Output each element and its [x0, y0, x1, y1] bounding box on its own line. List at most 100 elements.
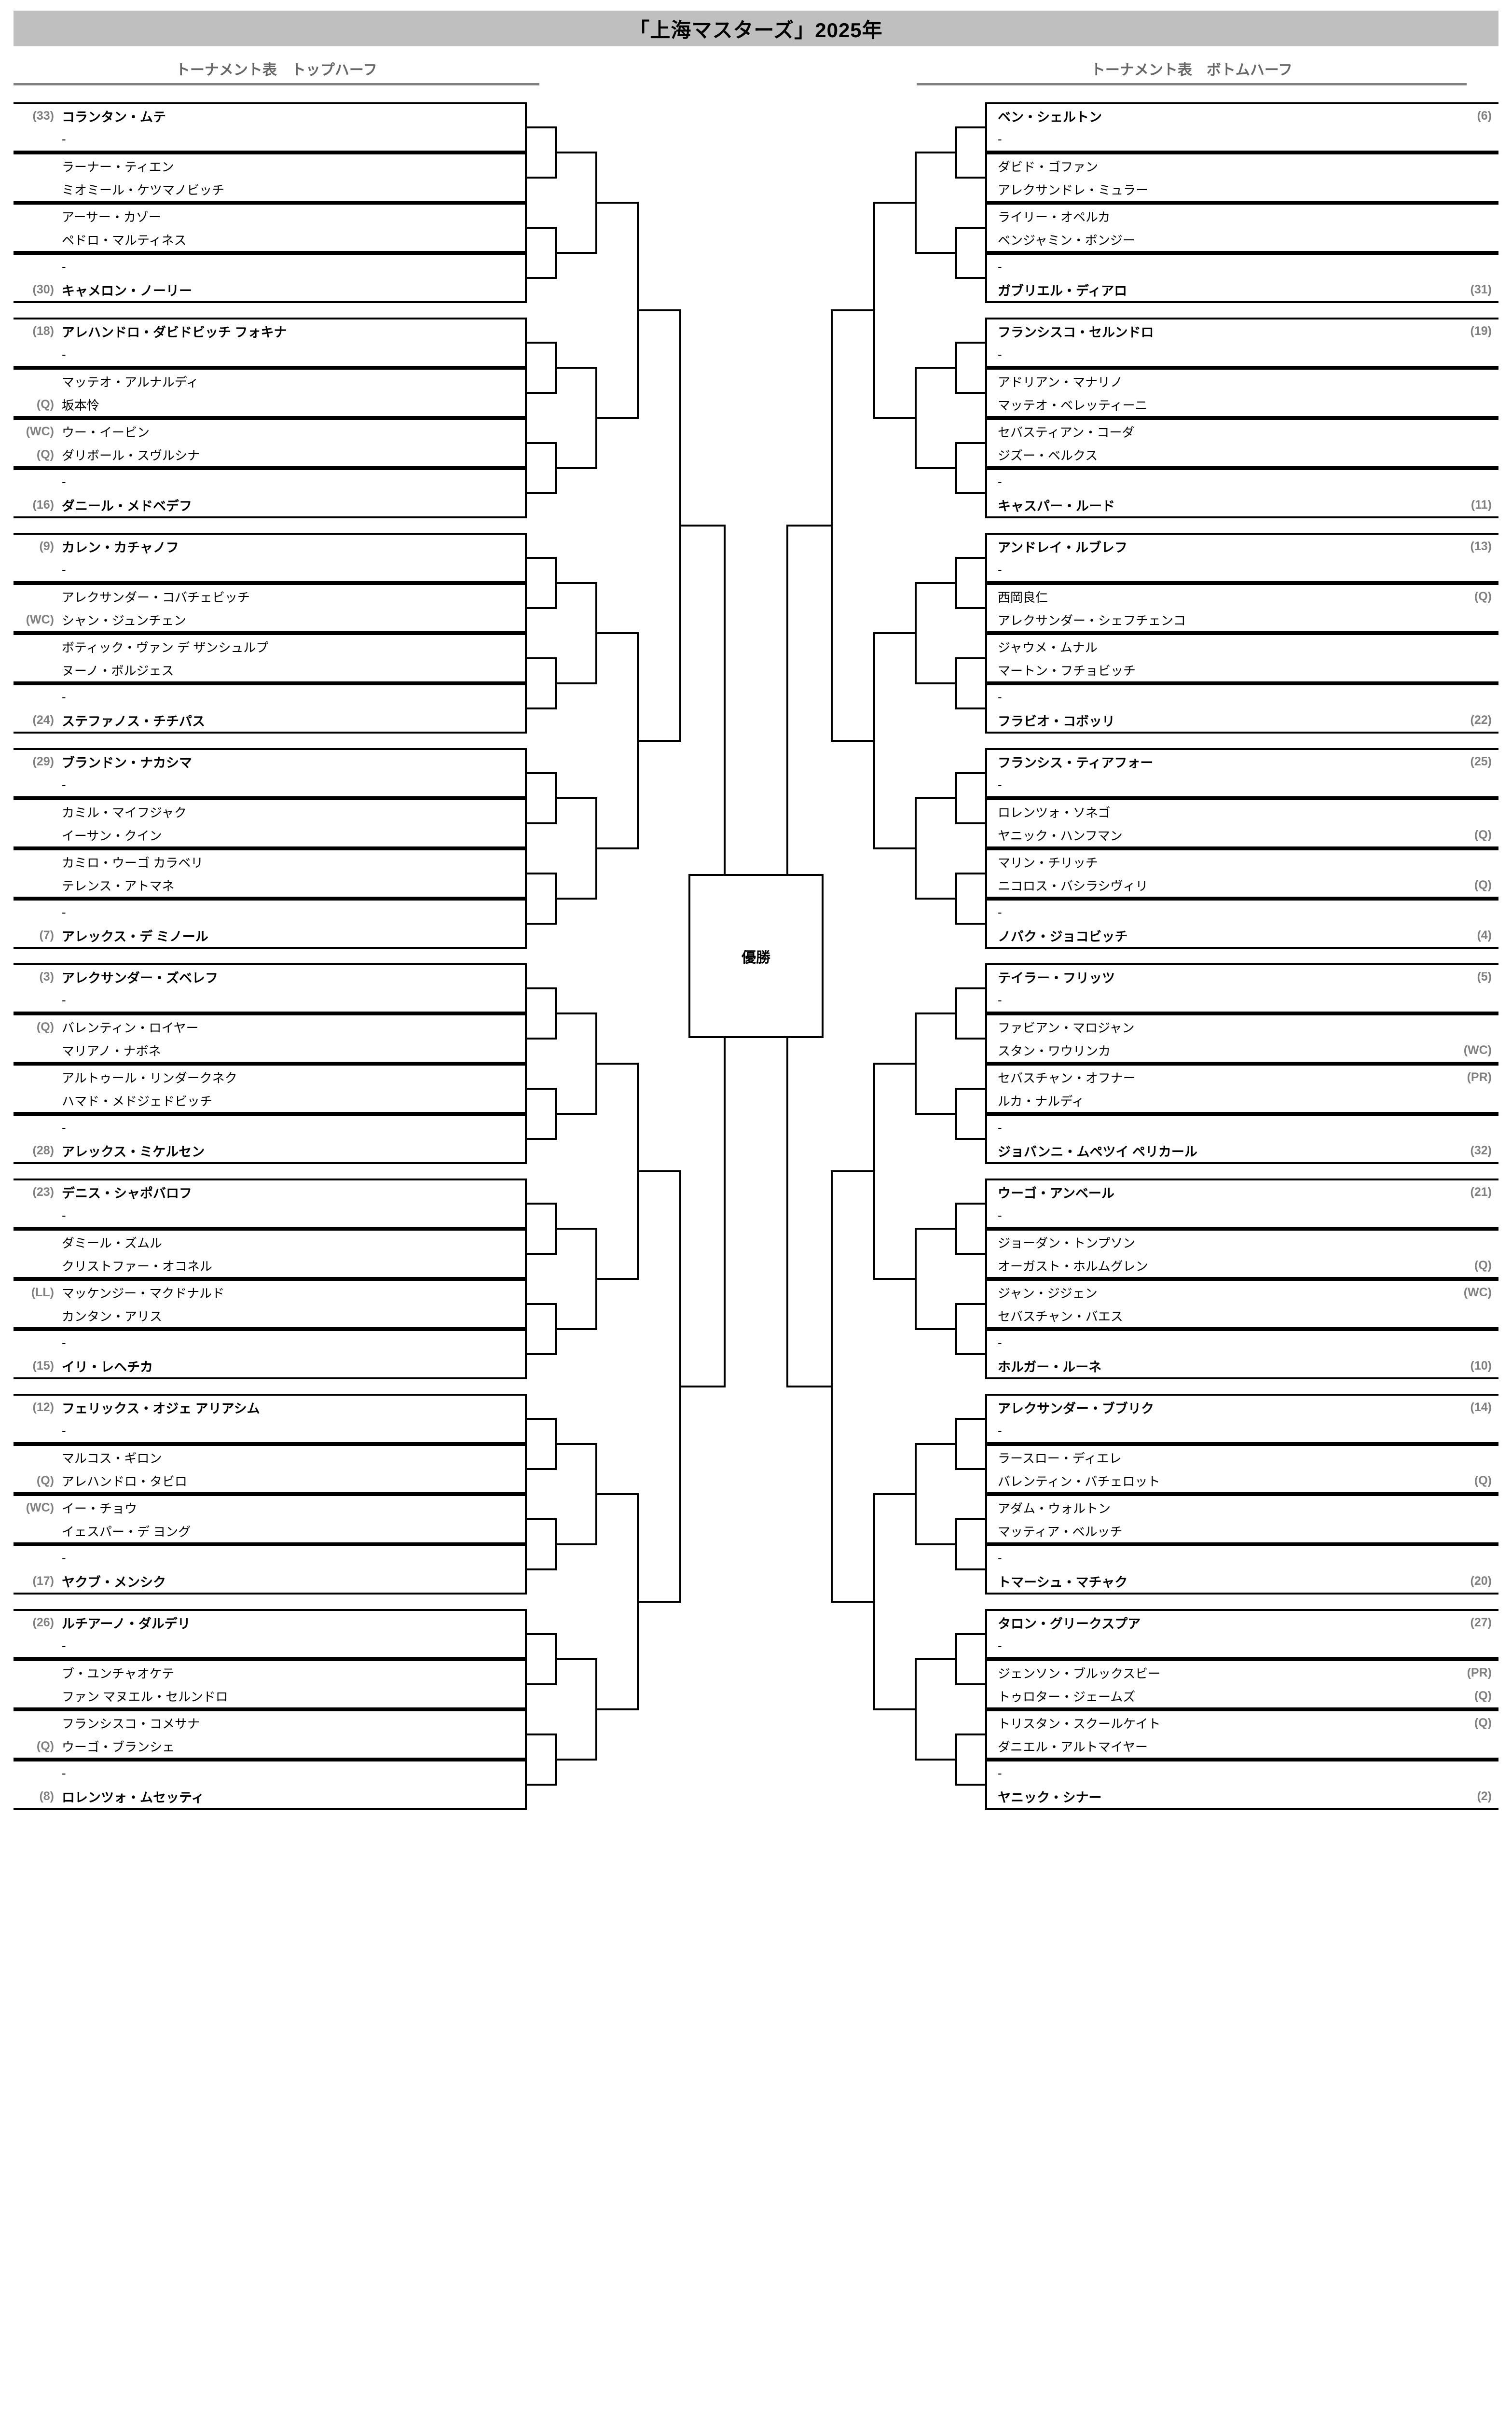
player-row[interactable]: (8)ロレンツォ・ムセッティ: [14, 1785, 525, 1808]
player-row[interactable]: -: [987, 127, 1498, 151]
match-slot[interactable]: マッテオ・アルナルディ(Q)坂本怜: [14, 368, 527, 418]
player-row[interactable]: -: [14, 1331, 525, 1354]
player-row[interactable]: セバスチャン・オフナー(PR): [987, 1066, 1498, 1089]
player-row[interactable]: トマーシュ・マチャク(20): [987, 1569, 1498, 1593]
player-row[interactable]: (Q)ウーゴ・ブランシェ: [14, 1734, 525, 1758]
match-slot[interactable]: (WC)イー・チョウイェスパー・デ ヨング: [14, 1494, 527, 1544]
player-row[interactable]: -: [14, 1634, 525, 1657]
player-row[interactable]: (LL)マッケンジー・マクドナルド: [14, 1281, 525, 1304]
player-row[interactable]: -: [987, 1331, 1498, 1354]
match-slot[interactable]: ボティック・ヴァン デ ザンシュルプヌーノ・ボルジェス: [14, 633, 527, 683]
player-row[interactable]: (18)アレハンドロ・ダビドビッチ フォキナ: [14, 319, 525, 343]
match-slot[interactable]: ライリー・オペルカベンジャミン・ボンジー: [985, 203, 1498, 253]
player-row[interactable]: -: [14, 127, 525, 151]
player-row[interactable]: -: [14, 1204, 525, 1227]
player-row[interactable]: フランシスコ・コメサナ: [14, 1711, 525, 1734]
player-row[interactable]: カミロ・ウーゴ カラベリ: [14, 850, 525, 874]
player-row[interactable]: マッテオ・ベレッティーニ: [987, 393, 1498, 416]
match-slot[interactable]: セバスティアン・コーダジズー・ベルクス: [985, 418, 1498, 468]
player-row[interactable]: マリアノ・ナボネ: [14, 1039, 525, 1062]
player-row[interactable]: ジョバンニ・ムペツイ ペリカール(32): [987, 1139, 1498, 1162]
player-row[interactable]: (7)アレックス・デ ミノール: [14, 924, 525, 947]
player-row[interactable]: マッテオ・アルナルディ: [14, 370, 525, 393]
player-row[interactable]: アドリアン・マナリノ: [987, 370, 1498, 393]
player-row[interactable]: ラースロー・ディエレ: [987, 1446, 1498, 1469]
player-row[interactable]: (33)コランタン・ムテ: [14, 104, 525, 127]
match-slot[interactable]: ラーナー・ティエンミオミール・ケツマノビッチ: [14, 153, 527, 203]
player-row[interactable]: ウーゴ・アンベール(21): [987, 1180, 1498, 1204]
player-row[interactable]: -: [987, 255, 1498, 278]
player-row[interactable]: -: [14, 1761, 525, 1785]
match-slot[interactable]: ウーゴ・アンベール(21)-: [985, 1179, 1498, 1229]
player-row[interactable]: トリスタン・スクールケイト(Q): [987, 1711, 1498, 1734]
player-row[interactable]: ボティック・ヴァン デ ザンシュルプ: [14, 635, 525, 658]
match-slot[interactable]: フランシス・ティアフォー(25)-: [985, 748, 1498, 798]
player-row[interactable]: -: [987, 685, 1498, 708]
player-row[interactable]: (24)ステファノス・チチパス: [14, 708, 525, 732]
player-row[interactable]: -: [987, 901, 1498, 924]
match-slot[interactable]: -(28)アレックス・ミケルセン: [14, 1114, 527, 1164]
match-slot[interactable]: -(16)ダニール・メドベデフ: [14, 468, 527, 518]
player-row[interactable]: ヌーノ・ボルジェス: [14, 658, 525, 681]
player-row[interactable]: ライリー・オペルカ: [987, 205, 1498, 228]
player-row[interactable]: -: [987, 470, 1498, 493]
player-row[interactable]: -: [987, 773, 1498, 796]
player-row[interactable]: -: [14, 901, 525, 924]
match-slot[interactable]: ジャン・ジジェン(WC)セバスチャン・バエス: [985, 1279, 1498, 1329]
match-slot[interactable]: (3)アレクサンダー・ズベレフ-: [14, 963, 527, 1013]
player-row[interactable]: セバスチャン・バエス: [987, 1304, 1498, 1327]
match-slot[interactable]: -ホルガー・ルーネ(10): [985, 1329, 1498, 1379]
player-row[interactable]: (9)カレン・カチャノフ: [14, 535, 525, 558]
player-row[interactable]: (17)ヤクブ・メンシク: [14, 1569, 525, 1593]
player-row[interactable]: マッティア・ベルッチ: [987, 1519, 1498, 1542]
player-row[interactable]: フランシス・ティアフォー(25): [987, 750, 1498, 773]
player-row[interactable]: (30)キャメロン・ノーリー: [14, 278, 525, 301]
match-slot[interactable]: (12)フェリックス・オジェ アリアシム-: [14, 1394, 527, 1444]
match-slot[interactable]: アダム・ウォルトンマッティア・ベルッチ: [985, 1494, 1498, 1544]
match-slot[interactable]: マリン・チリッチニコロス・バシラシヴィリ(Q): [985, 848, 1498, 899]
player-row[interactable]: アンドレイ・ルブレフ(13): [987, 535, 1498, 558]
player-row[interactable]: マルコス・ギロン: [14, 1446, 525, 1469]
player-row[interactable]: テレンス・アトマネ: [14, 874, 525, 897]
player-row[interactable]: ジズー・ベルクス: [987, 443, 1498, 466]
match-slot[interactable]: -ヤニック・シナー(2): [985, 1760, 1498, 1810]
player-row[interactable]: ジャン・ジジェン(WC): [987, 1281, 1498, 1304]
match-slot[interactable]: ジャウメ・ムナルマートン・フチョビッチ: [985, 633, 1498, 683]
player-row[interactable]: -: [14, 470, 525, 493]
player-row[interactable]: -: [14, 1546, 525, 1569]
player-row[interactable]: ノバク・ジョコビッチ(4): [987, 924, 1498, 947]
match-slot[interactable]: 西岡良仁(Q)アレクサンダー・シェフチェンコ: [985, 583, 1498, 633]
player-row[interactable]: フラビオ・コボッリ(22): [987, 708, 1498, 732]
player-row[interactable]: ダミール・ズムル: [14, 1231, 525, 1254]
match-slot[interactable]: (WC)ウー・イービン(Q)ダリボール・スヴルシナ: [14, 418, 527, 468]
match-slot[interactable]: ダミール・ズムルクリストファー・オコネル: [14, 1229, 527, 1279]
player-row[interactable]: -: [14, 773, 525, 796]
player-row[interactable]: -: [987, 558, 1498, 581]
player-row[interactable]: (Q)アレハンドロ・タビロ: [14, 1469, 525, 1492]
match-slot[interactable]: (18)アレハンドロ・ダビドビッチ フォキナ-: [14, 318, 527, 368]
player-row[interactable]: -: [987, 1204, 1498, 1227]
player-row[interactable]: -: [987, 988, 1498, 1012]
player-row[interactable]: (12)フェリックス・オジェ アリアシム: [14, 1396, 525, 1419]
player-row[interactable]: ファビアン・マロジャン: [987, 1015, 1498, 1039]
player-row[interactable]: -: [14, 685, 525, 708]
player-row[interactable]: アレクサンダー・コバチェビッチ: [14, 585, 525, 608]
match-slot[interactable]: (26)ルチアーノ・ダルデリ-: [14, 1609, 527, 1659]
match-slot[interactable]: マルコス・ギロン(Q)アレハンドロ・タビロ: [14, 1444, 527, 1494]
player-row[interactable]: ホルガー・ルーネ(10): [987, 1354, 1498, 1377]
player-row[interactable]: トゥロター・ジェームズ(Q): [987, 1684, 1498, 1707]
match-slot[interactable]: ダビド・ゴファンアレクサンドレ・ミュラー: [985, 153, 1498, 203]
player-row[interactable]: ロレンツォ・ソネゴ: [987, 800, 1498, 823]
match-slot[interactable]: -トマーシュ・マチャク(20): [985, 1544, 1498, 1595]
match-slot[interactable]: (23)デニス・シャポバロフ-: [14, 1179, 527, 1229]
player-row[interactable]: (28)アレックス・ミケルセン: [14, 1139, 525, 1162]
match-slot[interactable]: (9)カレン・カチャノフ-: [14, 533, 527, 583]
player-row[interactable]: キャスパー・ルード(11): [987, 493, 1498, 516]
match-slot[interactable]: アーサー・カゾーペドロ・マルティネス: [14, 203, 527, 253]
player-row[interactable]: -: [987, 1116, 1498, 1139]
match-slot[interactable]: -ジョバンニ・ムペツイ ペリカール(32): [985, 1114, 1498, 1164]
player-row[interactable]: -: [14, 343, 525, 366]
player-row[interactable]: ヤニック・シナー(2): [987, 1785, 1498, 1808]
player-row[interactable]: -: [14, 255, 525, 278]
match-slot[interactable]: -(8)ロレンツォ・ムセッティ: [14, 1760, 527, 1810]
